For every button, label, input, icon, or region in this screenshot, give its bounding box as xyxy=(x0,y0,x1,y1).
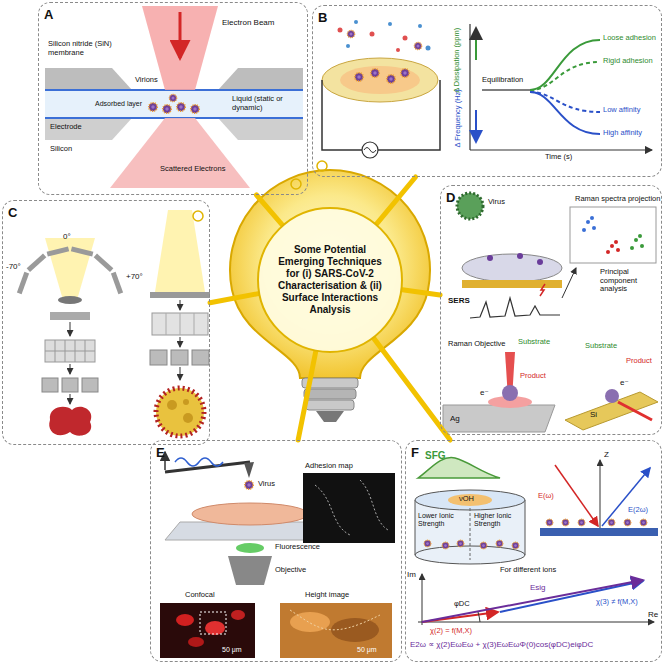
annotation-label: Rigid adhesion xyxy=(603,57,653,66)
annotation-label: For different ions xyxy=(500,566,556,575)
panel-box: D xyxy=(440,185,662,435)
annotation-label: φDC xyxy=(454,600,470,609)
annotation-label: Low affinity xyxy=(603,106,640,115)
annotation-label: E(ω) xyxy=(538,492,554,501)
panel-letter: F xyxy=(411,445,419,460)
panel-letter: E xyxy=(156,445,165,460)
annotation-label: Adhesion map xyxy=(305,462,353,471)
annotation-label: Ag xyxy=(450,414,460,423)
panel-box: B xyxy=(312,5,662,177)
annotation-label: Substrate xyxy=(518,338,550,347)
center-title: Some Potential Emerging Techniques for (… xyxy=(277,244,383,316)
annotation-label: Virus xyxy=(488,198,505,207)
annotation-label: 50 μm xyxy=(222,646,242,654)
annotation-label: Im xyxy=(407,570,416,579)
annotation-label: E(2ω) xyxy=(628,506,648,515)
annotation-label: Electrode xyxy=(50,123,82,132)
annotation-label: Re xyxy=(648,610,658,619)
light-ray xyxy=(256,195,282,225)
annotation-label: Electron Beam xyxy=(222,18,274,27)
annotation-label: High affinity xyxy=(603,129,642,138)
annotation-label: SFG xyxy=(425,450,446,462)
annotation-label: Esig xyxy=(530,583,546,592)
annotation-label: Si xyxy=(590,410,597,419)
panel-box: C xyxy=(2,200,210,445)
annotation-label: Product xyxy=(626,357,652,366)
annotation-label: e⁻ xyxy=(480,388,489,397)
annotation-label: χ(2) = f(M,X) xyxy=(430,627,472,636)
annotation-label: Time (s) xyxy=(545,153,572,162)
annotation-label: -70° xyxy=(6,262,21,271)
panel-letter: B xyxy=(318,10,327,25)
annotation-label: Δ Frequency (Hz) xyxy=(454,89,463,147)
panel-letter: A xyxy=(44,7,53,22)
annotation-label: Raman spectra projection xyxy=(575,195,660,204)
annotation-label: E2ω ∝ χ(2)EωEω + χ(3)EωEωΦ(0)cos(φDC)eiφ… xyxy=(410,640,660,649)
panel-letter: C xyxy=(8,205,17,220)
annotation-label: Height image xyxy=(305,591,349,600)
annotation-label: Loose adhesion xyxy=(603,34,656,43)
annotation-label: Scattered Electrons xyxy=(160,165,225,174)
light-ray xyxy=(298,352,316,440)
annotation-label: Lower Ionic Strength xyxy=(418,512,468,528)
light-ray xyxy=(402,290,440,295)
annotation-label: Virions xyxy=(135,76,158,85)
annotation-label: Raman Objective xyxy=(448,340,506,349)
light-ray xyxy=(374,338,450,440)
annotation-label: Liquid (static or dynamic) xyxy=(232,95,300,112)
light-ray xyxy=(210,294,258,303)
annotation-label: Confocal xyxy=(185,591,215,600)
annotation-label: Substrate xyxy=(585,342,617,351)
annotation-label: +70° xyxy=(126,272,143,281)
annotation-label: Fluorescence xyxy=(275,543,320,552)
annotation-label: Adsorbed layer xyxy=(95,100,142,108)
annotation-label: 50 μm xyxy=(357,646,377,654)
annotation-label: νOH xyxy=(459,495,474,504)
annotation-label: Product xyxy=(520,372,546,381)
panel-letter: D xyxy=(446,190,455,205)
annotation-label: Virus xyxy=(258,480,275,489)
annotation-label: SERS xyxy=(448,296,470,305)
annotation-label: e⁻ xyxy=(620,378,629,387)
annotation-label: Principal component analysis xyxy=(600,268,660,294)
annotation-label: 0° xyxy=(63,232,71,241)
annotation-label: Δ Dissipation (ppm) xyxy=(454,27,463,92)
annotation-label: χ(3) ≠ f(M,X) xyxy=(596,598,638,607)
annotation-label: Objective xyxy=(275,566,306,575)
annotation-label: Silicon nitride (SiN) membrane xyxy=(48,40,123,57)
light-ray xyxy=(377,177,416,224)
annotation-label: Silicon xyxy=(50,145,72,154)
annotation-label: Z xyxy=(604,450,609,459)
center-circle: Some Potential Emerging Techniques for (… xyxy=(257,207,403,353)
annotation-label: Equilibration xyxy=(482,76,523,85)
annotation-label: Higher Ionic Strength xyxy=(474,512,524,528)
